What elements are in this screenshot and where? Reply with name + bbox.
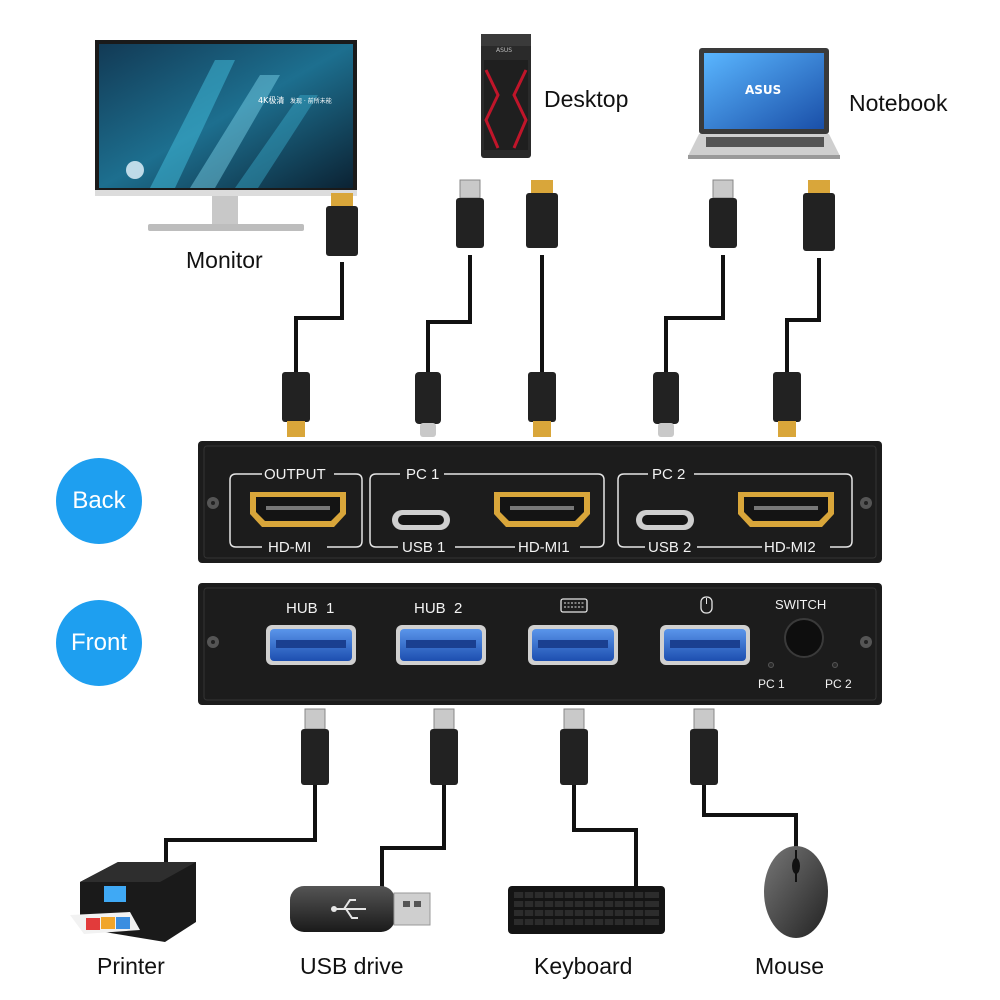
mouse-label: Mouse bbox=[755, 953, 825, 979]
desktop-image: ASUS bbox=[481, 34, 531, 158]
keyboard-label: Keyboard bbox=[534, 953, 633, 979]
hdmi-port-pc1[interactable] bbox=[494, 492, 590, 527]
output-group-label: OUTPUT bbox=[264, 466, 326, 483]
usb-a-plug-icon bbox=[430, 708, 458, 785]
pc1-group-label: PC 1 bbox=[406, 466, 440, 483]
output-port-label: HD-MI bbox=[268, 539, 312, 556]
switch-button[interactable] bbox=[784, 618, 824, 658]
monitor-label: Monitor bbox=[186, 247, 263, 273]
led-pc2-label: PC 2 bbox=[825, 677, 852, 691]
front-view-badge: Front bbox=[56, 600, 142, 686]
usb-a-plug-icon bbox=[301, 708, 329, 785]
bottom-cables bbox=[164, 785, 798, 888]
usb-c-port-pc1[interactable] bbox=[392, 510, 450, 530]
notebook-label: Notebook bbox=[849, 90, 948, 116]
hdmi-plug-icon bbox=[773, 372, 801, 437]
monitor-screen-subtext: 发现 · 前所未能 bbox=[290, 97, 332, 105]
back-view-badge: Back bbox=[56, 458, 142, 544]
mouse-icon bbox=[700, 596, 713, 614]
hdmi-plug-icon bbox=[803, 180, 835, 251]
hdmi-plug-icon bbox=[528, 372, 556, 437]
desktop-label: Desktop bbox=[544, 86, 629, 112]
usb-a-plug-icon bbox=[456, 179, 484, 248]
notebook-brand: ASUS bbox=[745, 83, 781, 97]
hdmi-port-pc2[interactable] bbox=[738, 492, 834, 527]
notebook-image: ASUS bbox=[688, 48, 840, 159]
pc2-group-label: PC 2 bbox=[652, 466, 686, 483]
hdmi-plug-icon bbox=[526, 180, 558, 248]
usb-a-plug-icon bbox=[709, 179, 737, 248]
keyboard-icon bbox=[560, 598, 588, 613]
usb-port-keyboard[interactable] bbox=[528, 625, 618, 665]
led-pc1-label: PC 1 bbox=[758, 677, 785, 691]
usb-drive-label: USB drive bbox=[300, 953, 404, 979]
usb-a-plug-icon bbox=[560, 708, 588, 785]
usb-port-hub2[interactable] bbox=[396, 625, 486, 665]
mouse-image bbox=[764, 846, 828, 938]
usb-port-mouse[interactable] bbox=[660, 625, 750, 665]
led-pc2 bbox=[832, 662, 838, 668]
hub2-label: HUB 2 bbox=[414, 600, 463, 617]
pc1-usb-label: USB 1 bbox=[402, 539, 446, 556]
usb-drive-image bbox=[290, 886, 431, 932]
usb-a-plug-icon bbox=[690, 708, 718, 785]
usb-c-port-pc2[interactable] bbox=[636, 510, 694, 530]
usb-c-plug-icon bbox=[415, 372, 441, 437]
printer-image bbox=[70, 862, 196, 942]
usb-c-plug-icon bbox=[653, 372, 679, 437]
usb-port-hub1[interactable] bbox=[266, 625, 356, 665]
hdmi-plug-icon bbox=[282, 372, 310, 437]
desktop-brand: ASUS bbox=[496, 47, 512, 54]
monitor-image: 4K极清 发现 · 前所未能 bbox=[95, 40, 357, 231]
top-cables bbox=[294, 255, 821, 372]
pc2-hdmi-label: HD-MI2 bbox=[764, 539, 816, 556]
monitor-screen-text: 4K极清 bbox=[258, 95, 284, 105]
printer-label: Printer bbox=[97, 953, 165, 979]
keyboard-image bbox=[508, 886, 665, 934]
switch-label: SWITCH bbox=[775, 597, 827, 612]
pc2-usb-label: USB 2 bbox=[648, 539, 692, 556]
hub1-label: HUB 1 bbox=[286, 600, 335, 617]
hdmi-port-output[interactable] bbox=[250, 492, 346, 527]
hdmi-plug-icon bbox=[326, 193, 358, 256]
led-pc1 bbox=[768, 662, 774, 668]
pc1-hdmi-label: HD-MI1 bbox=[518, 539, 570, 556]
